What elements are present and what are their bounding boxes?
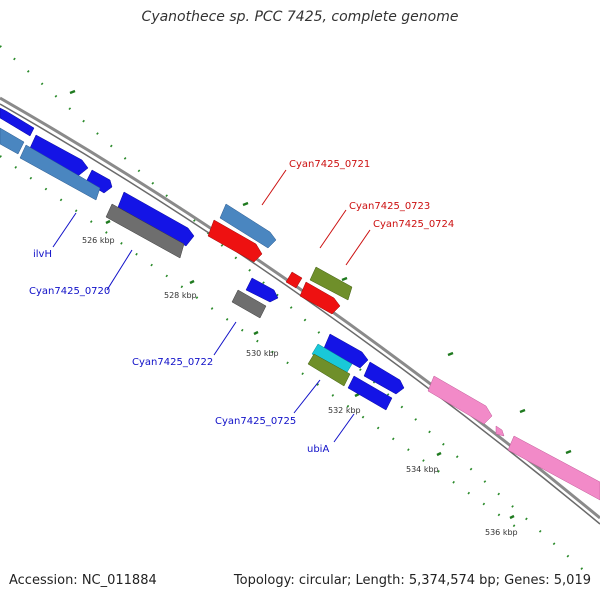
gene-label-ilvH[interactable]: ilvH bbox=[33, 249, 52, 260]
tick-major bbox=[436, 451, 442, 457]
tick-major bbox=[519, 408, 526, 414]
topology-text: Topology: circular; Length: 5,374,574 bp… bbox=[233, 573, 591, 588]
scale-ticks bbox=[0, 45, 591, 577]
gene-labels: ilvH Cyan7425_0720 Cyan7425_0721 Cyan742… bbox=[29, 159, 454, 455]
tick-major bbox=[242, 201, 249, 207]
gene-arrow-ilvH-fwd[interactable] bbox=[0, 107, 35, 137]
gene-arrow-blue-4[interactable] bbox=[323, 333, 369, 369]
gene-arrow-steel-1[interactable] bbox=[0, 127, 25, 155]
tick-major bbox=[105, 219, 111, 225]
gene-arrow-olive-0724[interactable] bbox=[309, 266, 353, 301]
gene-arrow-blue-3[interactable] bbox=[117, 191, 195, 247]
scale-label-530: 530 kbp bbox=[246, 349, 279, 358]
gene-arrow-red-0721[interactable] bbox=[207, 219, 263, 263]
genes-reverse bbox=[0, 127, 405, 411]
gene-label-0722[interactable]: Cyan7425_0722 bbox=[132, 357, 213, 368]
gene-arrow-gray-0722[interactable] bbox=[231, 289, 267, 319]
gene-arrow-blue-1[interactable] bbox=[29, 134, 89, 177]
genes-forward bbox=[0, 107, 600, 501]
tick-major bbox=[69, 89, 76, 95]
connector-0721 bbox=[261, 169, 287, 206]
label-connectors bbox=[52, 169, 371, 443]
tick-major bbox=[447, 351, 454, 357]
connector-ilvH bbox=[52, 212, 77, 248]
gene-arrow-blue-5[interactable] bbox=[363, 361, 405, 395]
gene-arrow-blue-0722[interactable] bbox=[245, 277, 279, 303]
gene-arrow-pink-1[interactable] bbox=[427, 375, 493, 425]
gene-label-0721[interactable]: Cyan7425_0721 bbox=[289, 159, 370, 170]
gene-arrow-blue-2[interactable] bbox=[85, 169, 113, 194]
inner-tick-row bbox=[0, 155, 521, 531]
accession-text: Accession: NC_011884 bbox=[9, 573, 157, 588]
outer-tick-row bbox=[0, 45, 591, 577]
connector-0723 bbox=[319, 209, 347, 249]
gene-arrow-blue-ubiA[interactable] bbox=[347, 375, 393, 411]
gene-label-0724[interactable]: Cyan7425_0724 bbox=[373, 219, 454, 230]
scale-label-536: 536 kbp bbox=[485, 528, 518, 537]
tick-major bbox=[341, 276, 348, 282]
connector-0722 bbox=[213, 321, 237, 356]
scale-label-526: 526 kbp bbox=[82, 236, 115, 245]
tick-major bbox=[565, 449, 572, 455]
connector-0725 bbox=[293, 379, 321, 414]
scale-label-532: 532 kbp bbox=[328, 406, 361, 415]
scale-labels: 526 kbp 528 kbp 530 kbp 532 kbp 534 kbp … bbox=[82, 236, 518, 537]
gene-arrow-pink-3[interactable] bbox=[507, 435, 600, 501]
tick-major bbox=[189, 279, 195, 285]
connector-0720 bbox=[106, 249, 133, 291]
scale-label-534: 534 kbp bbox=[406, 465, 439, 474]
gene-arrow-steel-0721[interactable] bbox=[219, 203, 277, 249]
gene-arrow-pink-2[interactable] bbox=[495, 425, 505, 437]
connector-ubiA bbox=[333, 413, 355, 443]
gene-arrow-steel-ilvH[interactable] bbox=[19, 144, 101, 201]
genome-title: Cyanothece sp. PCC 7425, complete genome bbox=[141, 9, 459, 25]
gene-arrow-olive-0725[interactable] bbox=[307, 353, 351, 387]
connector-0724 bbox=[345, 229, 371, 266]
gene-label-0725[interactable]: Cyan7425_0725 bbox=[215, 416, 296, 427]
scale-label-528: 528 kbp bbox=[164, 291, 197, 300]
gene-arrow-red-0724[interactable] bbox=[299, 281, 341, 315]
tick-major bbox=[509, 514, 515, 520]
gene-arrow-gray-0720[interactable] bbox=[105, 203, 185, 259]
tick-major bbox=[253, 330, 259, 336]
gene-label-0723[interactable]: Cyan7425_0723 bbox=[349, 201, 430, 212]
gene-label-ubiA[interactable]: ubiA bbox=[307, 444, 329, 455]
gene-label-0720[interactable]: Cyan7425_0720 bbox=[29, 286, 110, 297]
tick-major bbox=[354, 392, 360, 398]
gene-arrow-red-0723[interactable] bbox=[285, 271, 303, 289]
backbone-strand bbox=[0, 103, 600, 525]
